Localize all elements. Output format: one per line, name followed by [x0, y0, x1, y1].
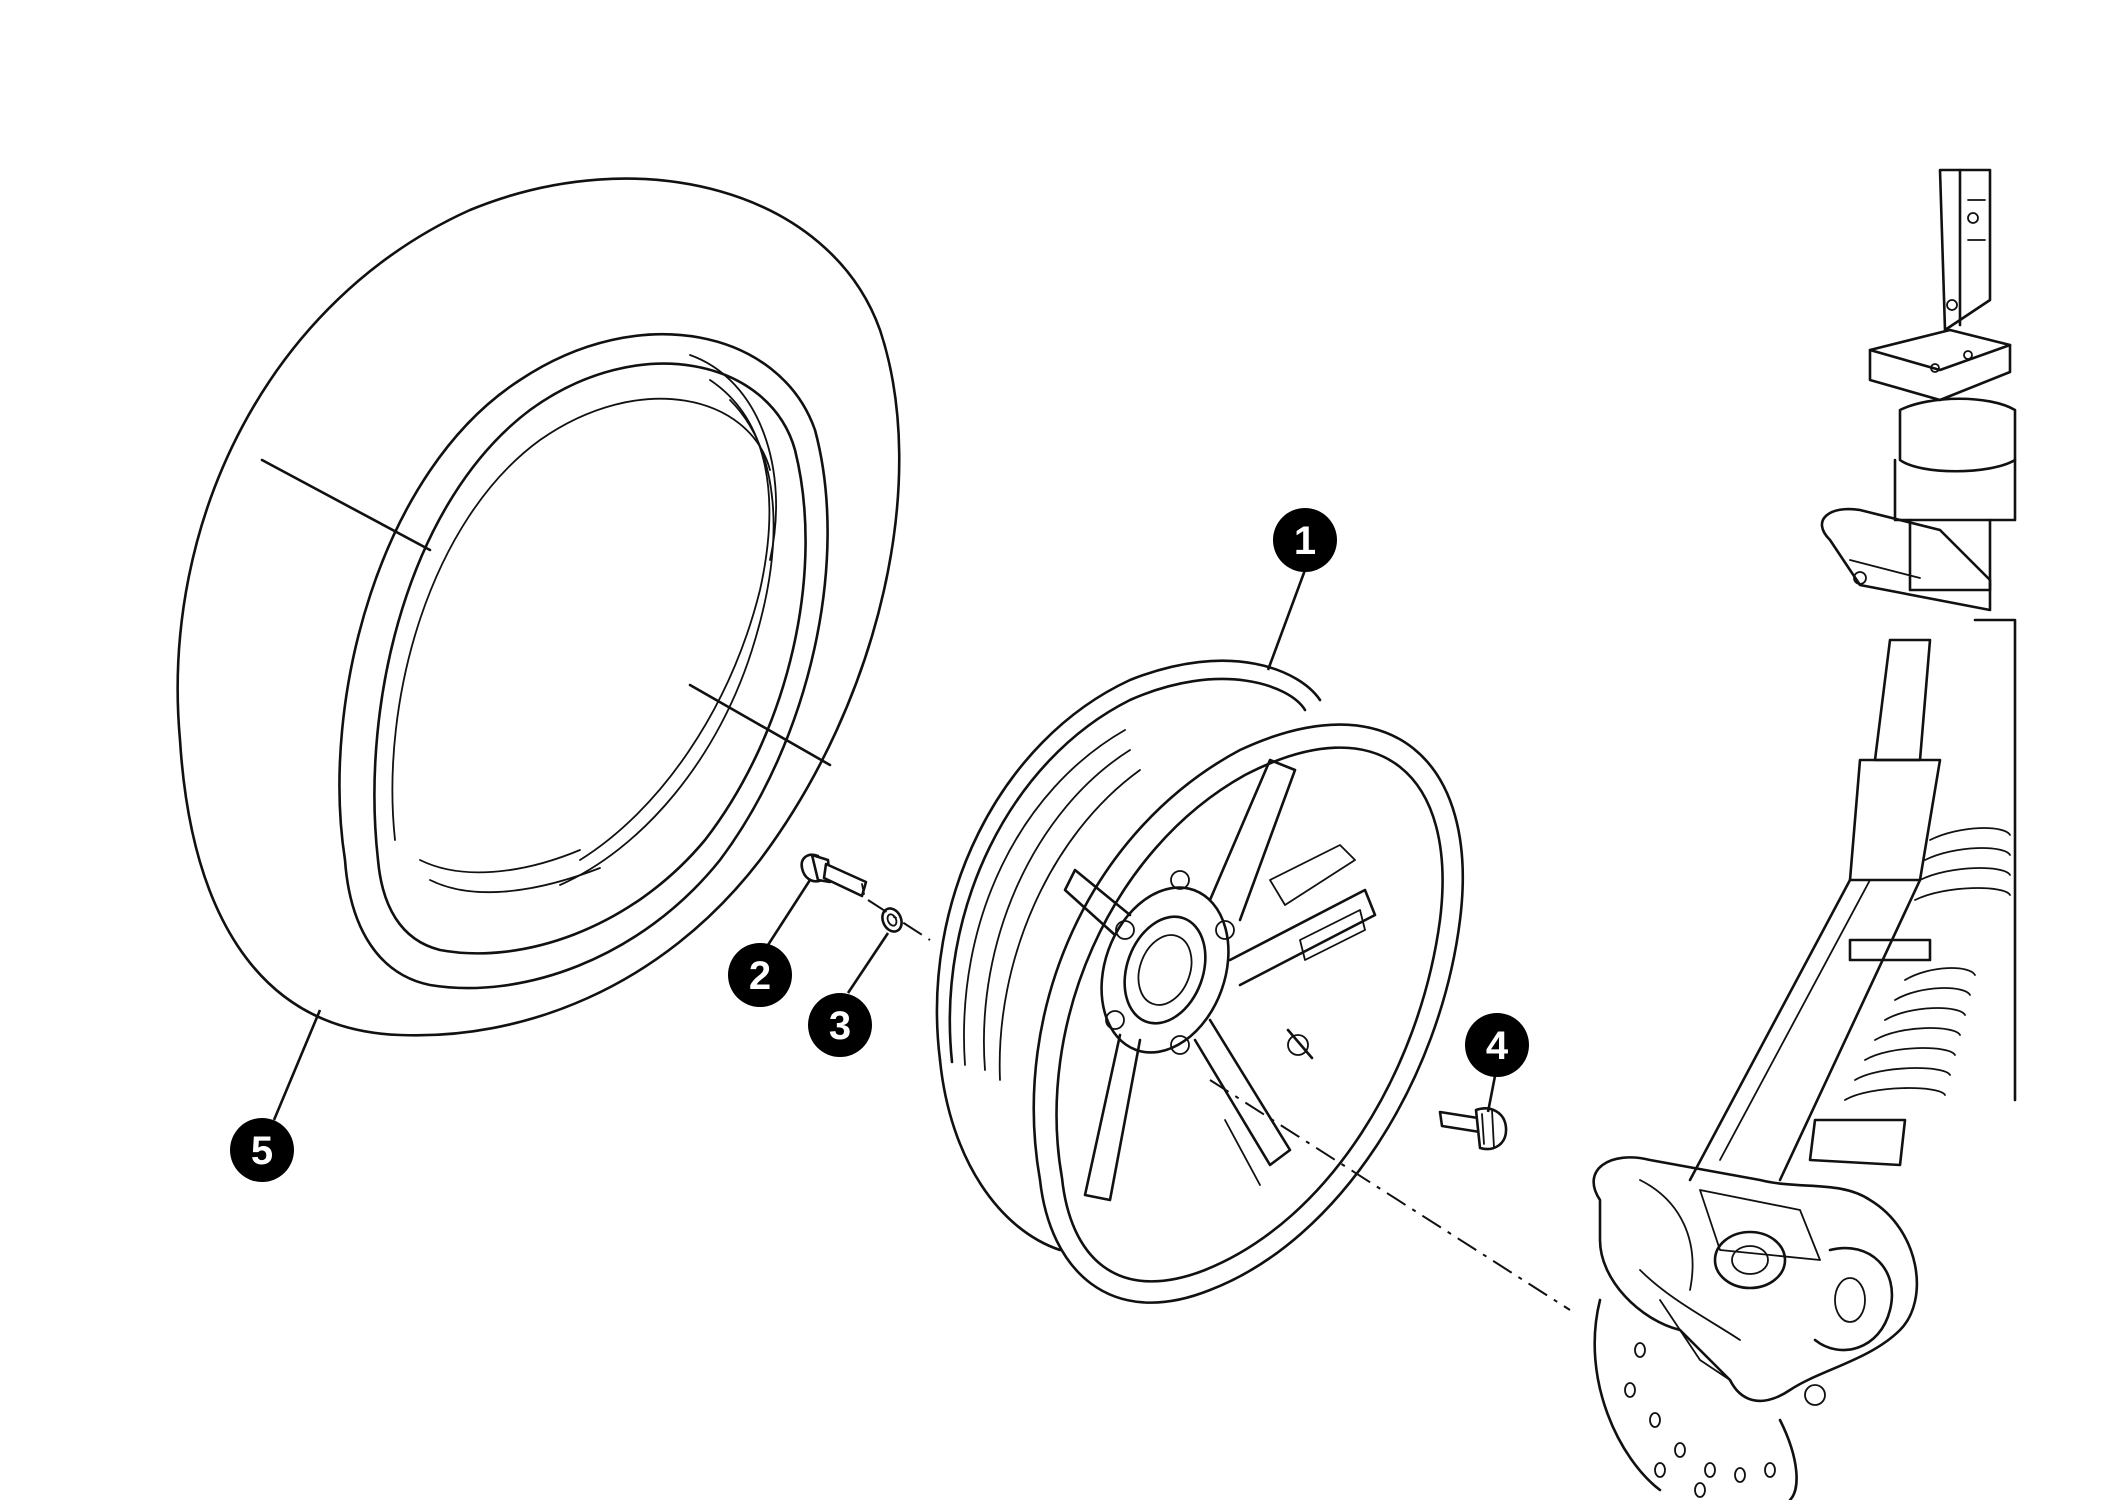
callout-label-5: 5	[251, 1129, 273, 1173]
callout-marker-4	[1465, 1013, 1529, 1077]
wheel-rim	[935, 659, 1465, 1304]
callout-label-3: 3	[829, 1004, 851, 1048]
callout-marker-1	[1273, 508, 1337, 572]
tyre	[176, 177, 901, 1037]
callouts: 1 2 3 4 5	[230, 508, 1529, 1182]
leader-line-2	[766, 879, 812, 946]
callout-label-1: 1	[1294, 519, 1316, 563]
bolt	[800, 853, 868, 898]
leader-line-4	[1486, 1075, 1497, 1113]
fork-assembly	[1592, 168, 2017, 1500]
callout-marker-5	[230, 1118, 294, 1182]
leader-line-5	[272, 1009, 322, 1121]
callout-label-4: 4	[1486, 1024, 1509, 1068]
callout-marker-2	[728, 943, 792, 1007]
valve	[1438, 1107, 1508, 1151]
leader-line-3	[846, 932, 890, 994]
callout-marker-3	[808, 993, 872, 1057]
leader-line-1	[1266, 569, 1307, 671]
callout-label-2: 2	[749, 954, 771, 998]
